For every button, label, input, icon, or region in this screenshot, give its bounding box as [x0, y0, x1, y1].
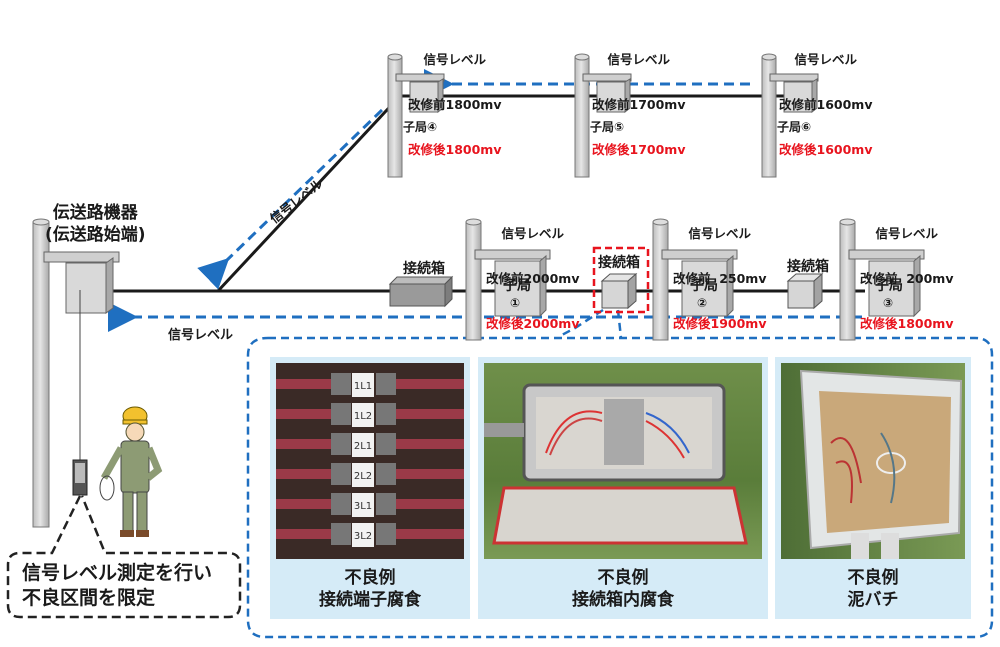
- level-after: 改修後1900mv: [673, 316, 767, 331]
- terminal-corrosion-photo: 1L1 1L2 2L1 2L2 3L1 3L2: [276, 363, 464, 559]
- callout-bubble: [6, 495, 242, 619]
- example-card-box-corrosion: 不良例 接続箱内腐食: [478, 357, 768, 619]
- station-4-levels: 信号レベル 改修前1800mv 改修後1800mv: [408, 22, 501, 172]
- level-heading: 信号レベル: [423, 52, 486, 67]
- level-before: 改修前1700mv: [592, 97, 686, 112]
- worker-figure: [99, 406, 163, 537]
- terminal-label: [352, 493, 374, 517]
- terminal-label: [352, 463, 374, 487]
- level-after: 改修後2000mv: [486, 316, 580, 331]
- station-1-pole: [465, 218, 551, 341]
- station-1-label: 子局: [503, 278, 531, 294]
- station-2-number: ②: [697, 296, 708, 310]
- level-before: 改修前1600mv: [779, 97, 873, 112]
- station-6-pole: [761, 53, 819, 178]
- station-6-levels: 信号レベル 改修前1600mv 改修後1600mv: [779, 22, 872, 172]
- terminal-label: [352, 403, 374, 427]
- station-2-label: 子局: [690, 278, 718, 294]
- cable-lines: [112, 94, 865, 293]
- station-3-levels: 信号レベル 改修前 200mv 改修後1800mv: [860, 196, 953, 346]
- headend-pole: [32, 218, 120, 528]
- junction-box-corrosion-photo: [484, 363, 762, 559]
- terminal-label: [352, 373, 374, 397]
- signal-meter: [72, 459, 88, 496]
- junction-label-3: 接続箱: [787, 259, 829, 275]
- level-after: 改修後1600mv: [779, 142, 873, 157]
- station-1-levels: 信号レベル 改修前2000mv 改修後2000mv: [486, 196, 579, 346]
- example-caption: 不良例 接続端子腐食: [319, 568, 421, 610]
- level-before: 改修前1800mv: [408, 97, 502, 112]
- example-card-terminal-corrosion: 1L1 1L2 2L1 2L2 3L1 3L2 不良例 接続端子腐食: [270, 357, 470, 619]
- station-5-pole: [574, 53, 632, 178]
- junction-box-3: [786, 272, 824, 310]
- level-heading: 信号レベル: [794, 52, 857, 67]
- level-after: 改修後1700mv: [592, 142, 686, 157]
- level-after: 改修後1800mv: [408, 142, 502, 157]
- terminal-label-text: 3L2: [354, 531, 372, 542]
- terminal-label-text: 1L1: [354, 381, 372, 392]
- examples-frame: [246, 336, 994, 639]
- signal-label-bottom: 信号レベル: [168, 328, 234, 343]
- terminal-label-text: 3L1: [354, 501, 372, 512]
- station-poles: [387, 53, 925, 341]
- example-card-mud-wasp: 不良例 泥バチ: [775, 357, 971, 619]
- station-6-label: 子局⑥: [777, 120, 812, 134]
- level-before: 改修前 250mv: [673, 271, 767, 286]
- station-5-levels: 信号レベル 改修前1700mv 改修後1700mv: [592, 22, 685, 172]
- station-3-pole: [839, 218, 925, 341]
- mud-wasp-nest-photo: [781, 363, 965, 559]
- highlight-frame: [592, 246, 650, 314]
- station-3-number: ③: [883, 296, 894, 310]
- junction-box-1: [388, 275, 454, 308]
- station-4-label: 子局④: [403, 120, 438, 134]
- station-5-label: 子局⑤: [590, 120, 625, 134]
- level-heading: 信号レベル: [607, 52, 670, 67]
- example-caption: 不良例 泥バチ: [847, 568, 899, 610]
- terminal-label: [352, 433, 374, 457]
- junction-label-2: 接続箱: [598, 255, 640, 271]
- terminal-label-text: 2L2: [354, 471, 372, 482]
- junction-label-1: 接続箱: [403, 261, 445, 277]
- level-after: 改修後1800mv: [860, 316, 954, 331]
- level-heading: 信号レベル: [501, 226, 564, 241]
- level-heading: 信号レベル: [875, 226, 938, 241]
- station-2-pole: [652, 218, 738, 341]
- level-heading: 信号レベル: [688, 226, 751, 241]
- terminal-label-text: 2L1: [354, 441, 372, 452]
- example-caption: 不良例 接続箱内腐食: [572, 568, 674, 610]
- level-before: 改修前2000mv: [486, 271, 580, 286]
- headend-title: 伝送路機器 (伝送路始端): [45, 203, 146, 245]
- callout-text: 信号レベル測定を行い 不良区間を限定: [22, 562, 213, 609]
- station-4-pole: [387, 53, 445, 178]
- station-3-label: 子局: [875, 278, 903, 294]
- level-before: 改修前 200mv: [860, 271, 954, 286]
- signal-arrow-diagonal: [197, 108, 384, 290]
- terminal-label-text: 1L2: [354, 411, 372, 422]
- station-2-levels: 信号レベル 改修前 250mv 改修後1900mv: [673, 196, 766, 346]
- junction-box-highlighted: [592, 246, 650, 314]
- terminal-label: [352, 523, 374, 547]
- station-1-number: ①: [510, 296, 521, 310]
